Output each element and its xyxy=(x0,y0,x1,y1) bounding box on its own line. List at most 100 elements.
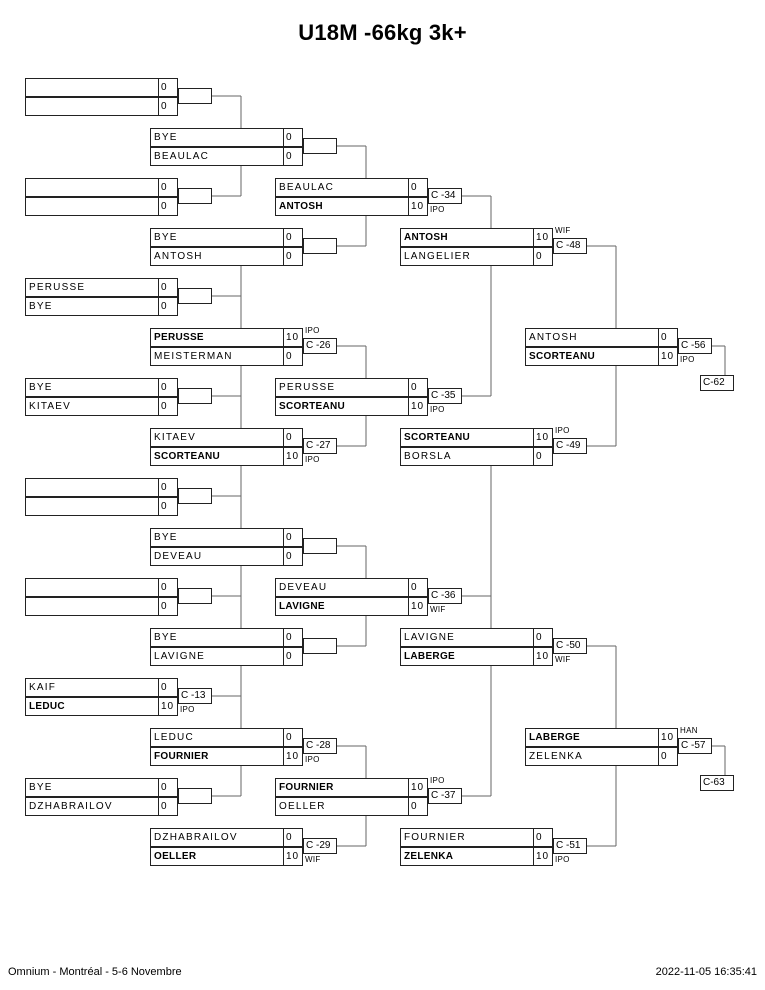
competitor-score: 10 xyxy=(658,348,678,365)
winner-name: FOURNIER xyxy=(279,782,334,793)
competitor-row[interactable]: 0 xyxy=(25,97,178,116)
match-connector-box xyxy=(303,538,337,554)
competitor-score: 0 xyxy=(283,429,303,446)
competitor-row[interactable]: 0 xyxy=(25,497,178,516)
competitor-row[interactable]: 0 xyxy=(25,478,178,497)
competitor-row[interactable]: 0 xyxy=(25,578,178,597)
competitor-score: 0 xyxy=(533,629,553,646)
competitor-score: 0 xyxy=(158,198,178,215)
competitor-score: 10 xyxy=(533,648,553,665)
win-method-label: IPO xyxy=(180,705,195,714)
winner-name: ZELENKA xyxy=(404,851,454,862)
competitor-score: 10 xyxy=(408,398,428,415)
competitor-score: 10 xyxy=(408,198,428,215)
competitor-name: BYE xyxy=(29,782,53,793)
competitor-row[interactable]: 0 xyxy=(25,597,178,616)
competitor-row[interactable]: 0 xyxy=(25,178,178,197)
competitor-row[interactable]: 0 xyxy=(25,78,178,97)
match-number-label: C -48 xyxy=(553,238,587,254)
competitor-score: 0 xyxy=(658,748,678,765)
competitor-score: 0 xyxy=(658,329,678,346)
win-method-label: IPO xyxy=(430,405,445,414)
competitor-name: BYE xyxy=(154,632,178,643)
competitor-score: 0 xyxy=(283,648,303,665)
match-connector-box xyxy=(178,188,212,204)
competitor-name: DZHABRAILOV xyxy=(29,801,113,812)
competitor-score: 0 xyxy=(158,398,178,415)
competitor-row[interactable]: 0 xyxy=(25,197,178,216)
bracket-title: U18M -66kg 3k+ xyxy=(298,20,467,45)
